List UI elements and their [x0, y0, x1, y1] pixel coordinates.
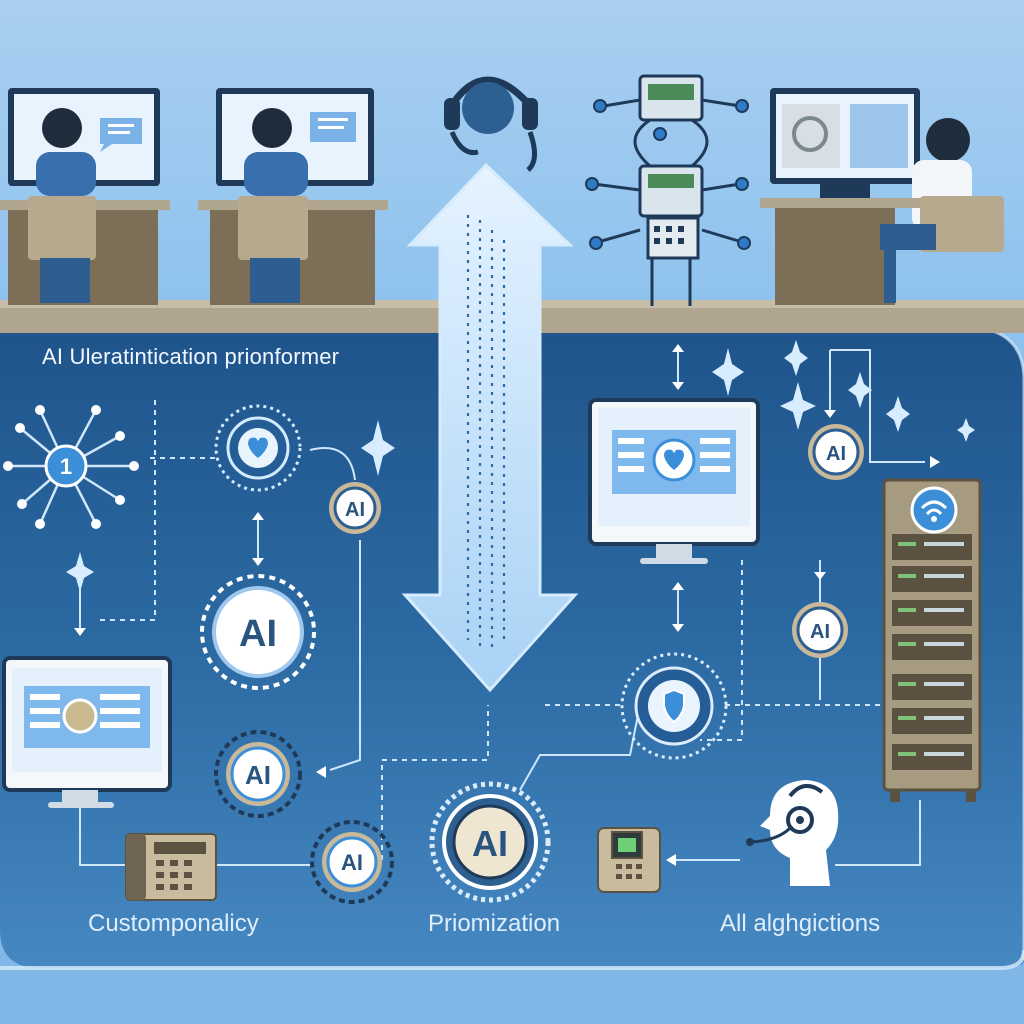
label-priomization: Priomization	[428, 910, 561, 937]
desk-phone-icon	[125, 833, 217, 901]
agent-workstation-1	[0, 88, 170, 305]
ai-node-bottom-left-label: AI	[341, 850, 363, 875]
ai-node-mid-left-label: AI	[245, 760, 271, 790]
arrow-markers	[74, 344, 940, 866]
ai-node-center	[429, 781, 551, 903]
agent-headset-profile-icon	[746, 780, 839, 886]
network-hub-icon	[3, 405, 139, 529]
ai-badge-1-label: AI	[345, 499, 365, 521]
diagram-title: AI Uleratintication prionformer	[42, 344, 340, 369]
sparkle-icons	[66, 340, 975, 592]
connector-lines	[79, 349, 925, 866]
wifi-icon	[910, 486, 958, 534]
shield-node-icon	[620, 652, 728, 760]
label-customponalicy: Customponalicy	[88, 910, 259, 937]
ai-node-center-label: AI	[472, 823, 508, 864]
hub-number-badge: 1	[60, 454, 72, 479]
handheld-terminal-icon	[597, 827, 661, 893]
heart-shield-node-icon	[214, 404, 302, 492]
dashboard-monitor-left	[2, 656, 172, 808]
ai-node-large-left	[200, 574, 316, 690]
ai-badge-1	[329, 482, 381, 534]
headset-icon	[444, 76, 538, 172]
robot-terminal-icon	[585, 74, 751, 306]
ai-badge-3	[792, 602, 848, 658]
server-rack-icon	[882, 478, 982, 802]
ai-node-bottom-left	[310, 820, 394, 904]
ai-badge-2	[808, 424, 864, 480]
ai-badge-3-label: AI	[810, 621, 830, 643]
agent-workstation-2	[198, 88, 388, 305]
ai-badge-2-label: AI	[826, 443, 846, 465]
dashboard-monitor-right	[588, 398, 760, 564]
ai-node-large-left-label: AI	[239, 613, 277, 655]
bidirectional-data-arrow-icon	[401, 162, 579, 693]
agent-workstation-3	[760, 88, 1004, 305]
label-all-alghgictions: All alghgictions	[720, 910, 881, 937]
ai-node-mid-left	[214, 730, 302, 818]
